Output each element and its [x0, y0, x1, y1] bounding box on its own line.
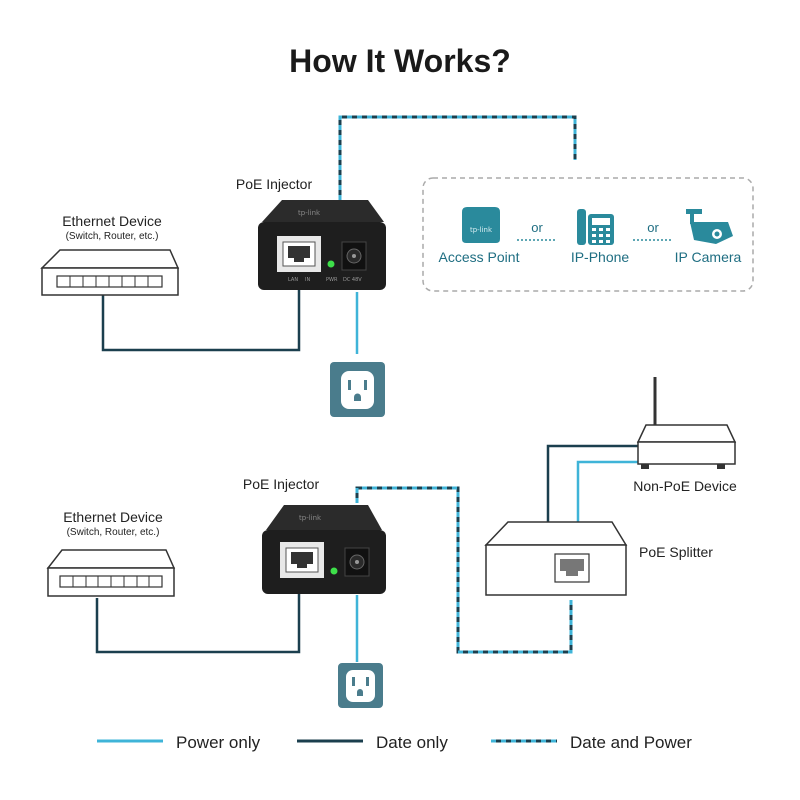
- top-power-outlet-icon: [330, 362, 385, 417]
- top-data-line: [101, 287, 301, 352]
- top-in-port-label: IN: [305, 277, 310, 283]
- legend-both-label: Date and Power: [570, 733, 692, 752]
- ip-camera-icon: [686, 209, 733, 244]
- legend: Power only Date only Date and Power: [97, 733, 692, 752]
- bottom-power-outlet-icon: [338, 663, 383, 708]
- svg-text:tp-link: tp-link: [470, 226, 493, 234]
- splitter-power-line: [576, 460, 640, 522]
- bottom-ethernet-device-name: Ethernet Device: [63, 509, 163, 525]
- bottom-data-line: [95, 592, 301, 654]
- non-poe-device-label: Non-PoE Device: [633, 478, 737, 494]
- top-injector-label: PoE Injector: [236, 176, 313, 192]
- top-pwr-label: PWR: [326, 277, 338, 283]
- non-poe-device-router-icon: [636, 377, 737, 469]
- ip-phone-icon: [577, 209, 614, 245]
- top-ethernet-device-sub: (Switch, Router, etc.): [66, 231, 159, 242]
- page-title: How It Works?: [289, 43, 511, 79]
- access-point-icon: tp-link: [462, 207, 500, 243]
- poe-splitter: [484, 521, 628, 596]
- or-label-2: or: [647, 220, 659, 235]
- ip-phone-label: IP-Phone: [571, 249, 630, 265]
- bottom-ethernet-device: Ethernet Device (Switch, Router, etc.): [46, 509, 176, 597]
- ip-camera-label: IP Camera: [675, 249, 742, 265]
- svg-text:tp-link: tp-link: [298, 209, 321, 217]
- splitter-data-line: [546, 444, 640, 522]
- legend-data-label: Date only: [376, 733, 448, 752]
- poe-splitter-label: PoE Splitter: [639, 544, 713, 560]
- legend-power-label: Power only: [176, 733, 261, 752]
- access-point-label: Access Point: [439, 249, 520, 265]
- bottom-ethernet-device-sub: (Switch, Router, etc.): [67, 527, 160, 538]
- bottom-injector-label: PoE Injector: [243, 476, 320, 492]
- top-ethernet-device-name: Ethernet Device: [62, 213, 162, 229]
- top-data-power-line: [338, 115, 577, 200]
- devices-group-box: [422, 177, 754, 292]
- bottom-poe-injector: PoE Injector tp-link: [243, 476, 386, 594]
- top-poe-injector: PoE Injector tp-link LAN IN PWR DC 48V: [236, 176, 386, 290]
- or-label-1: or: [531, 220, 543, 235]
- top-dc-label: DC 48V: [343, 277, 362, 283]
- svg-text:tp-link: tp-link: [299, 514, 322, 522]
- bottom-switch-ports: [59, 575, 163, 588]
- top-lan-port-label: LAN: [288, 277, 298, 283]
- bottom-data-power-line: [355, 486, 573, 654]
- top-switch-ports: [56, 275, 163, 288]
- top-ethernet-device: Ethernet Device (Switch, Router, etc.): [40, 213, 180, 296]
